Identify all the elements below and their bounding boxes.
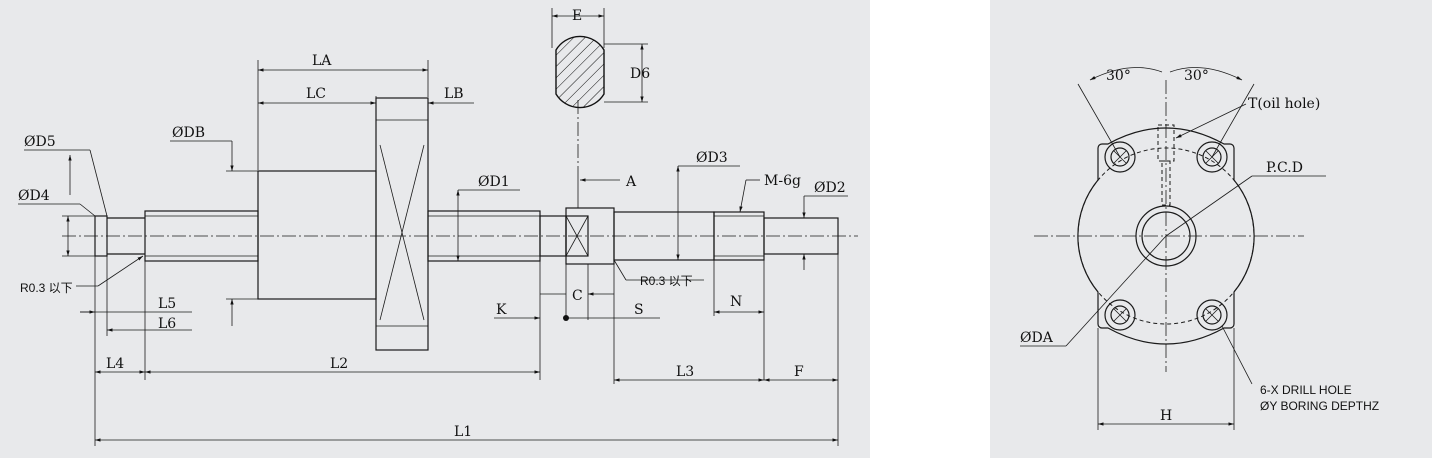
- label-d6: D6: [630, 66, 650, 82]
- label-m6g: M-6g: [764, 173, 801, 189]
- label-r03-right: R0.3 以下: [640, 274, 693, 288]
- bolt-hole: [1104, 299, 1136, 331]
- flange-drawing-panel: 30° 30° T(oil hole) P.C.D ØDA 6-X DRILL …: [990, 0, 1432, 458]
- label-e: E: [572, 8, 582, 24]
- label-d1: ØD1: [478, 174, 510, 190]
- label-drill-2: ØY BORING DEPTHZ: [1260, 399, 1379, 413]
- label-l2: L2: [330, 356, 348, 372]
- label-h: H: [1160, 408, 1172, 424]
- label-lb: LB: [444, 86, 464, 102]
- label-db: ØDB: [172, 125, 205, 141]
- label-r03-left: R0.3 以下: [20, 281, 73, 295]
- label-l6: L6: [158, 316, 176, 332]
- shaft-outline: [94, 97, 839, 351]
- flange-drawing: 30° 30° T(oil hole) P.C.D ØDA 6-X DRILL …: [1020, 67, 1379, 430]
- flange-outline: [1077, 124, 1255, 345]
- shaft-drawing-panel: E D6 A LA LC LB ØDB ØD5 ØD4 R0.3 以下 ØD1 …: [0, 0, 870, 458]
- label-k: K: [496, 302, 507, 318]
- label-pcd: P.C.D: [1266, 160, 1303, 176]
- label-d5: ØD5: [24, 134, 56, 150]
- label-c: C: [572, 288, 583, 304]
- label-da: ØDA: [1020, 330, 1054, 346]
- nut-body: [257, 170, 377, 300]
- label-f: F: [794, 364, 804, 380]
- label-d4: ØD4: [18, 188, 50, 204]
- bolt-holes: [1104, 141, 1228, 331]
- label-d2: ØD2: [814, 180, 846, 196]
- label-drill-1: 6-X DRILL HOLE: [1260, 383, 1352, 397]
- label-l5: L5: [158, 296, 176, 312]
- label-l3: L3: [676, 364, 694, 380]
- shaft-drawing: E D6 A LA LC LB ØDB ØD5 ØD4 R0.3 以下 ØD1 …: [18, 8, 858, 446]
- section-view: [551, 8, 648, 180]
- label-l4: L4: [106, 356, 124, 372]
- label-angle-left: 30°: [1106, 68, 1131, 84]
- label-d3: ØD3: [696, 150, 728, 166]
- label-lc: LC: [306, 86, 326, 102]
- label-n: N: [730, 294, 742, 310]
- label-a: A: [625, 174, 637, 190]
- bolt-hole: [1196, 299, 1228, 331]
- nut-flange: [375, 97, 429, 351]
- label-oil-hole: T(oil hole): [1248, 96, 1320, 112]
- label-angle-right: 30°: [1184, 68, 1209, 84]
- label-s: S: [634, 302, 644, 318]
- label-l1: L1: [454, 424, 472, 440]
- label-la: LA: [312, 53, 332, 69]
